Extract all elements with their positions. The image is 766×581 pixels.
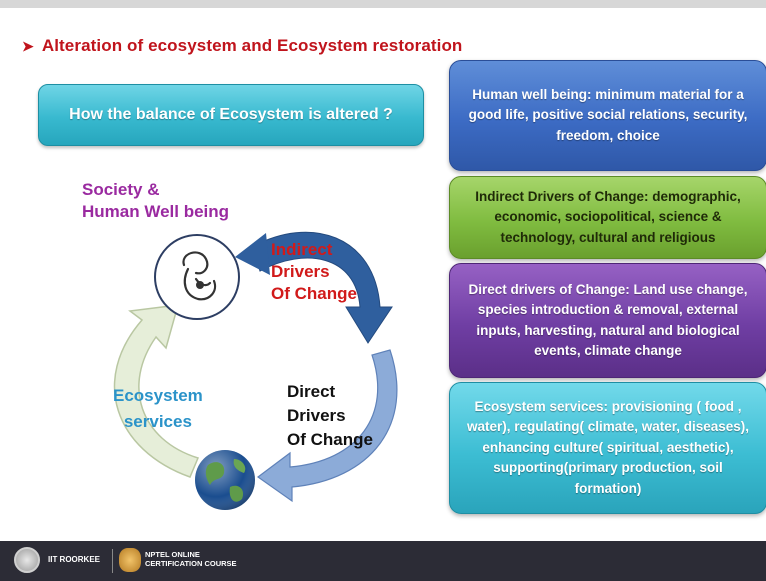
indirect-drivers-label: Indirect Drivers Of Change [271,239,357,305]
globe-icon [195,450,255,510]
indirect-label-line1: Indirect [271,240,333,259]
direct-label-line2: Drivers [287,406,346,425]
iit-roorkee-logo-icon [14,547,40,573]
course-label: NPTEL ONLINE CERTIFICATION COURSE [145,550,237,568]
services-arrow [113,304,200,478]
eco-label-line2: services [123,412,192,431]
direct-label-line3: Of Change [287,430,373,449]
human-wellbeing-box: Human well being: minimum material for a… [449,60,766,171]
course-label-line1: NPTEL ONLINE [145,550,200,559]
indirect-arrow [251,231,393,344]
slide-title: ➤ Alteration of ecosystem and Ecosystem r… [22,36,462,56]
mother-child-icon [182,251,217,301]
direct-arrow [256,349,398,503]
indirect-drivers-box: Indirect Drivers of Change: demographic,… [449,176,766,259]
direct-drivers-label: Direct Drivers Of Change [287,380,373,452]
indirect-arrow-head [235,233,270,275]
top-band [0,0,766,8]
bullet-arrow-icon: ➤ [22,38,34,54]
direct-label-line1: Direct [287,382,336,401]
society-label-line2: Human Well being [82,202,230,221]
question-banner: How the balance of Ecosystem is altered … [38,84,424,146]
nptel-logo-icon [119,548,141,572]
indirect-label-line2: Drivers [271,262,330,281]
footer-separator [112,549,113,573]
ecosystem-services-box: Ecosystem services: provisioning ( food … [449,382,766,514]
society-circle [154,234,240,320]
cycle-diagram [113,231,398,510]
eco-label-line1: Ecosystem [113,386,203,405]
indirect-label-line3: Of Change [271,284,357,303]
society-label: Society & Human Well being [82,179,229,223]
slide-title-text: Alteration of ecosystem and Ecosystem re… [41,36,463,55]
direct-drivers-box: Direct drivers of Change: Land use chang… [449,263,766,378]
ecosystem-services-label: Ecosystem services [113,383,203,435]
society-label-line1: Society & [82,180,160,199]
footer-bar: IIT ROORKEE NPTEL ONLINE CERTIFICATION C… [0,541,766,581]
institute-label: IIT ROORKEE [48,555,101,564]
course-label-line2: CERTIFICATION COURSE [145,559,237,568]
top-bar [0,0,766,30]
